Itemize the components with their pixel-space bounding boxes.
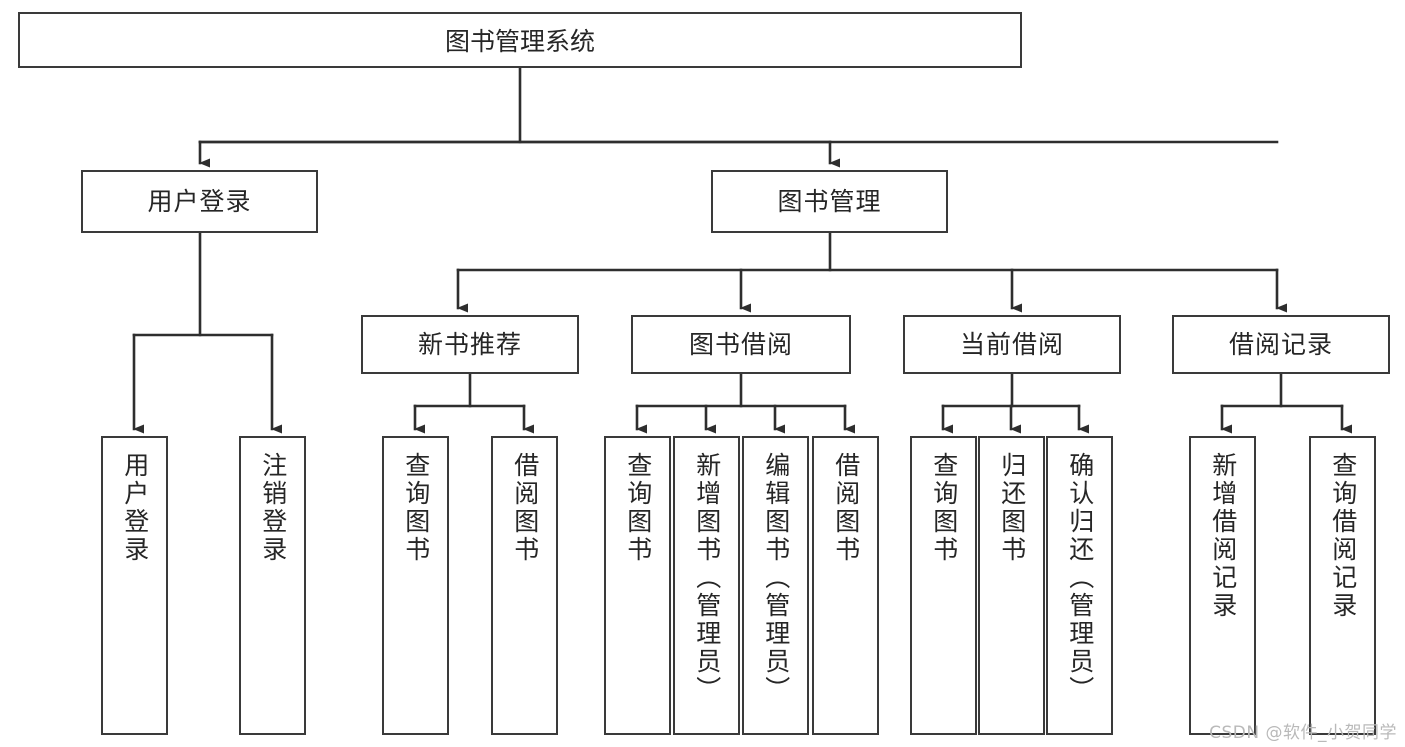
leaf-borrow-record-query[interactable]: 查询借阅记录 <box>1309 436 1376 735</box>
leaf-borrow-record-add[interactable]: 新增借阅记录 <box>1189 436 1256 735</box>
node-user-login[interactable]: 用户登录 <box>81 170 318 233</box>
leaf-label: 注销登录 <box>258 452 288 564</box>
node-book-borrow[interactable]: 图书借阅 <box>631 315 851 374</box>
node-new-book-recommend-label: 新书推荐 <box>417 329 522 359</box>
leaf-label: 查询图书 <box>623 452 653 564</box>
leaf-label: 新增借阅记录 <box>1208 452 1238 620</box>
leaf-label: 确认归还（管理员） <box>1065 452 1095 704</box>
leaf-label: 归还图书 <box>997 452 1027 564</box>
leaf-current-borrow-query[interactable]: 查询图书 <box>910 436 977 735</box>
node-book-borrow-label: 图书借阅 <box>688 329 793 359</box>
leaf-book-borrow-edit[interactable]: 编辑图书（管理员） <box>742 436 809 735</box>
node-current-borrow-label: 当前借阅 <box>959 329 1064 359</box>
leaf-user-login-login[interactable]: 用户登录 <box>101 436 168 735</box>
leaf-book-borrow-add[interactable]: 新增图书（管理员） <box>673 436 740 735</box>
leaf-label: 借阅图书 <box>510 452 540 564</box>
leaf-user-login-logout[interactable]: 注销登录 <box>239 436 306 735</box>
leaf-label: 查询图书 <box>401 452 431 564</box>
node-book-management-label: 图书管理 <box>777 186 882 216</box>
node-borrow-record[interactable]: 借阅记录 <box>1172 315 1390 374</box>
watermark-text: CSDN @软件_小贺同学 <box>1209 723 1397 743</box>
leaf-current-borrow-confirm-return[interactable]: 确认归还（管理员） <box>1046 436 1113 735</box>
node-root-label: 图书管理系统 <box>444 27 595 56</box>
leaf-label: 新增图书（管理员） <box>692 452 722 704</box>
leaf-current-borrow-return[interactable]: 归还图书 <box>978 436 1045 735</box>
leaf-label: 用户登录 <box>120 452 150 564</box>
node-book-management[interactable]: 图书管理 <box>711 170 948 233</box>
leaf-new-book-query[interactable]: 查询图书 <box>382 436 449 735</box>
node-current-borrow[interactable]: 当前借阅 <box>903 315 1121 374</box>
leaf-label: 借阅图书 <box>831 452 861 564</box>
leaf-new-book-borrow[interactable]: 借阅图书 <box>491 436 558 735</box>
leaf-label: 查询借阅记录 <box>1328 452 1358 620</box>
node-root-system[interactable]: 图书管理系统 <box>18 12 1022 68</box>
node-user-login-label: 用户登录 <box>147 186 252 216</box>
node-new-book-recommend[interactable]: 新书推荐 <box>361 315 579 374</box>
leaf-label: 编辑图书（管理员） <box>761 452 791 704</box>
leaf-book-borrow-borrow[interactable]: 借阅图书 <box>812 436 879 735</box>
leaf-label: 查询图书 <box>929 452 959 564</box>
node-borrow-record-label: 借阅记录 <box>1228 329 1333 359</box>
leaf-book-borrow-query[interactable]: 查询图书 <box>604 436 671 735</box>
